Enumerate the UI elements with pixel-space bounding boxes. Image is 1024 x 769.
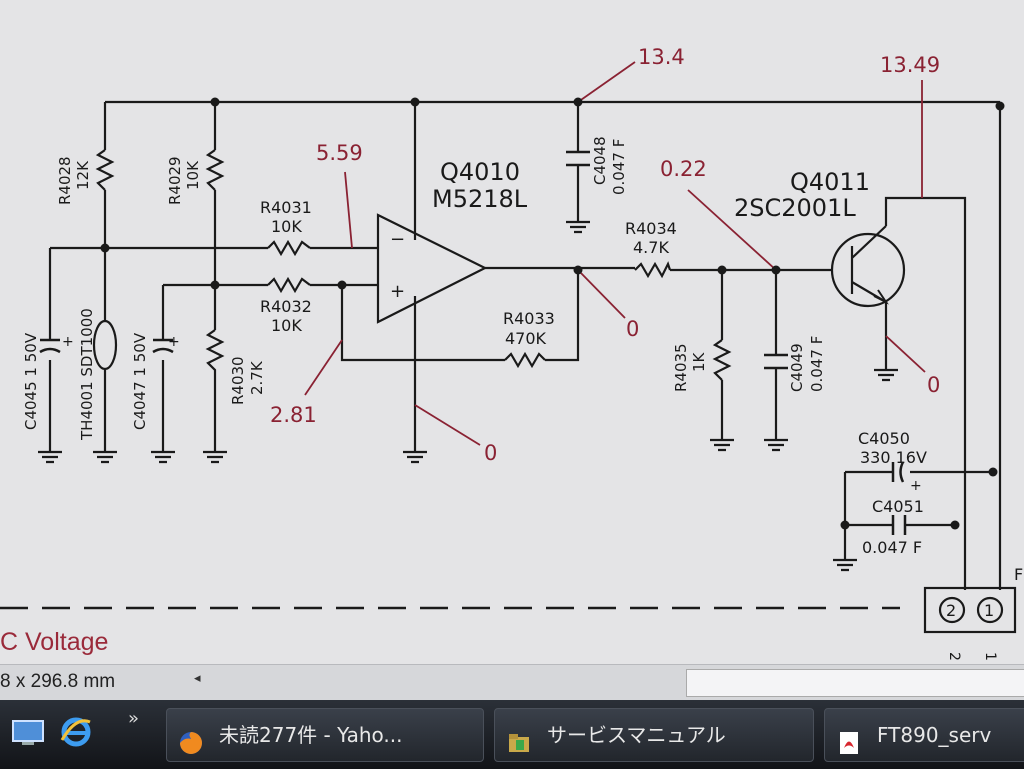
voltage-top-rail: 13.4: [638, 45, 685, 69]
c4051-ref: C4051: [872, 497, 924, 516]
page-caption: C Voltage: [0, 628, 109, 656]
c4050-val: 330 16V: [860, 448, 927, 467]
svg-text:−: −: [390, 229, 405, 250]
folder-icon: [507, 722, 531, 752]
svg-text:+: +: [168, 334, 180, 350]
q4011-transistor: [830, 232, 906, 308]
r4035-val: 1K: [690, 351, 708, 372]
c4045-label: C4045 1 50V: [22, 332, 40, 430]
r4035-resistor: [712, 339, 732, 381]
r4030-val: 2.7K: [248, 360, 266, 395]
svg-text:+: +: [390, 281, 405, 302]
connector-pin-1: 1: [984, 601, 994, 620]
taskbar-item-firefox[interactable]: 未読277件 - Yaho...: [166, 708, 484, 762]
taskbar-item-label: 未読277件 - Yaho...: [219, 723, 403, 747]
c4049-ref: C4049: [788, 343, 806, 392]
voltage-q4011-base: 0.22: [660, 157, 707, 181]
connector-pin-2: 2: [946, 601, 956, 620]
r4029-ref: R4029: [166, 156, 184, 205]
taskbar-item-label: サービスマニュアル: [547, 723, 726, 747]
c4047-label: C4047 1 50V: [131, 332, 149, 430]
schematic-diagram: − + + + + Q4010 M5218L Q4011 2SC2001L R4…: [0, 45, 1023, 660]
q4011-part: 2SC2001L: [734, 194, 856, 222]
r4033-ref: R4033: [503, 309, 555, 328]
r4031-ref: R4031: [260, 198, 312, 217]
pin-label-13: 13: [982, 652, 998, 660]
q4010-opamp: [376, 213, 488, 324]
r4031-resistor: [267, 239, 311, 257]
taskbar: » 未読277件 - Yaho... サービスマニュアル FT890_serv: [0, 700, 1024, 769]
show-desktop-icon[interactable]: [10, 714, 46, 750]
r4034-ref: R4034: [625, 219, 677, 238]
pin-label-2: 2: [946, 652, 962, 660]
voltage-opamp-noninv: 2.81: [270, 403, 317, 427]
r4029-resistor: [205, 149, 225, 191]
c4048-val: 0.047 F: [610, 139, 628, 195]
q4010-ref: Q4010: [440, 158, 520, 186]
taskbar-item-pdf[interactable]: FT890_serv: [824, 708, 1024, 762]
c4051-val: 0.047 F: [862, 538, 922, 557]
r4028-val: 12K: [74, 160, 92, 190]
voltage-opamp-gnd: 0: [484, 441, 497, 465]
c4049-val: 0.047 F: [808, 336, 826, 392]
voltage-opamp-out: 0: [626, 317, 639, 341]
r4032-resistor: [267, 276, 311, 294]
pdf-icon: [837, 722, 861, 754]
r4032-ref: R4032: [260, 297, 312, 316]
connector-block: [923, 586, 1017, 634]
firefox-icon: [179, 722, 203, 754]
r4032-val: 10K: [271, 316, 302, 335]
th4001-thermistor: [92, 319, 118, 371]
r4030-ref: R4030: [229, 356, 247, 405]
status-bar: 8 x 296.8 mm ◂: [0, 664, 1024, 700]
r4030-resistor: [205, 329, 225, 380]
r4028-resistor: [95, 149, 115, 191]
r4033-resistor: [504, 351, 546, 369]
r4034-resistor: [634, 261, 672, 279]
r4031-val: 10K: [271, 217, 302, 236]
r4028-ref: R4028: [56, 156, 74, 205]
r4034-val: 4.7K: [633, 238, 669, 257]
th4001-label: TH4001 SDT1000: [78, 308, 96, 441]
c4050-ref: C4050: [858, 429, 910, 448]
q4011-ref: Q4011: [790, 168, 870, 196]
r4029-val: 10K: [184, 160, 202, 190]
taskbar-item-label: FT890_serv: [877, 723, 992, 747]
internet-explorer-icon[interactable]: [58, 714, 94, 750]
svg-text:+: +: [62, 334, 74, 350]
horizontal-scrollbar[interactable]: [686, 669, 1024, 697]
r4035-ref: R4035: [672, 343, 690, 392]
svg-text:+: +: [910, 478, 922, 494]
q4010-part: M5218L: [432, 185, 528, 213]
scroll-left-arrow-icon[interactable]: ◂: [194, 671, 201, 686]
voltage-q4011-emitter: 0: [927, 373, 940, 397]
taskbar-expand-icon[interactable]: »: [128, 708, 140, 729]
pdf-viewer: − + + + + Q4010 M5218L Q4011 2SC2001L R4…: [0, 0, 1024, 700]
page-size-readout: 8 x 296.8 mm: [0, 671, 116, 692]
r4033-val: 470K: [505, 329, 547, 348]
voltage-q4011-collector: 13.49: [880, 53, 940, 77]
c4048-ref: C4048: [591, 136, 609, 185]
taskbar-item-folder[interactable]: サービスマニュアル: [494, 708, 814, 762]
edge-mark: F: [1014, 565, 1023, 584]
voltage-opamp-inv: 5.59: [316, 141, 363, 165]
